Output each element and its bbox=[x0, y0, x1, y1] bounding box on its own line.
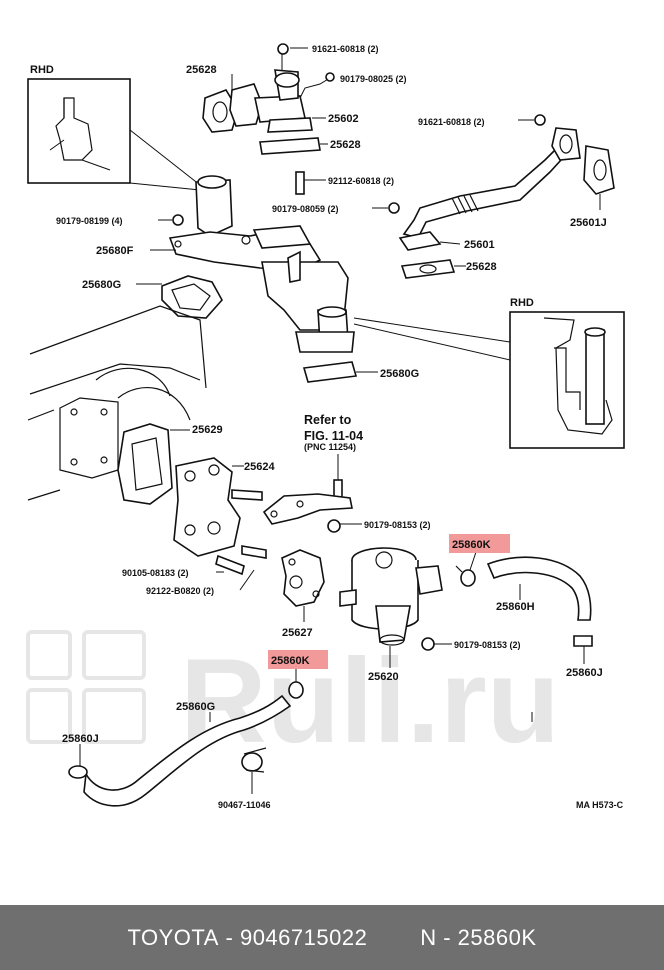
label-25628-low: 25628 bbox=[466, 261, 497, 273]
gasket-25627 bbox=[281, 549, 325, 607]
rhd-inset-right bbox=[353, 311, 625, 449]
nut-icon bbox=[421, 637, 435, 651]
label-25680f: 25680F bbox=[96, 245, 134, 257]
clamp-25860j-left bbox=[68, 744, 88, 779]
label-90179-08199: 90179-08199 (4) bbox=[56, 216, 123, 226]
footer-gap bbox=[367, 925, 420, 951]
clamp-90467 bbox=[241, 747, 267, 794]
footer-brand: TOYOTA bbox=[127, 924, 219, 950]
gasket-25628-mid bbox=[259, 137, 321, 155]
nut-icon bbox=[534, 114, 546, 126]
label-25680g-b: 25680G bbox=[380, 368, 419, 380]
footer-sep-1: - bbox=[218, 924, 240, 950]
label-25620: 25620 bbox=[368, 671, 399, 683]
highlight-25860k-b bbox=[268, 650, 328, 669]
refer-line-1: Refer to bbox=[304, 413, 352, 427]
gasket-25629 bbox=[117, 423, 173, 505]
label-90179-08153-a: 90179-08153 (2) bbox=[364, 520, 431, 530]
label-25860j-left: 25860J bbox=[62, 733, 99, 745]
highlight-25860k-a bbox=[449, 534, 510, 553]
nut-icon bbox=[327, 519, 341, 533]
label-92122: 92122-B0820 (2) bbox=[146, 586, 214, 596]
stud-icon bbox=[241, 545, 267, 559]
watermark: Ruli.ru bbox=[26, 630, 560, 768]
rhd-inset-left bbox=[27, 78, 201, 191]
bolt-icon bbox=[325, 72, 335, 82]
bracket bbox=[262, 493, 353, 525]
footer-part-number: 9046715022 bbox=[239, 924, 368, 950]
refer-line-3: (PNC 11254) bbox=[304, 442, 356, 452]
label-90179-08025: 90179-08025 (2) bbox=[340, 74, 407, 84]
valve-25624 bbox=[173, 457, 263, 557]
label-rhd-left: RHD bbox=[30, 64, 54, 76]
watermark-text: Ruli.ru bbox=[180, 634, 560, 768]
nut-icon bbox=[172, 214, 184, 226]
watermark-logo-icon bbox=[26, 630, 146, 744]
pipe-25601 bbox=[398, 127, 615, 279]
hose-25860h bbox=[486, 556, 592, 621]
stud-icon bbox=[295, 171, 305, 195]
part-footer: TOYOTA - 9046715022 N - 25860K bbox=[0, 905, 664, 970]
label-25860g: 25860G bbox=[176, 701, 215, 713]
refer-line-2: FIG. 11-04 bbox=[304, 429, 363, 443]
pipe-25602 bbox=[202, 69, 313, 133]
label-25601: 25601 bbox=[464, 239, 495, 251]
hose-25860g bbox=[83, 694, 292, 807]
bolt-icon bbox=[215, 554, 245, 576]
label-25860k-a[interactable]: 25860K bbox=[452, 539, 491, 551]
label-91621-a: 91621-60818 (2) bbox=[312, 44, 379, 54]
label-25629: 25629 bbox=[192, 424, 223, 436]
label-92112: 92112-60818 (2) bbox=[328, 176, 394, 186]
diagram-ref-code: MA H573-C bbox=[576, 800, 624, 810]
clamp-25860k-a bbox=[455, 551, 477, 587]
clamp-25860j-right bbox=[573, 635, 593, 664]
label-90467: 90467-11046 bbox=[218, 800, 271, 810]
label-25602: 25602 bbox=[328, 113, 359, 125]
nut-icon bbox=[388, 202, 400, 214]
label-91621-b: 91621-60818 (2) bbox=[418, 117, 485, 127]
label-rhd-right: RHD bbox=[510, 297, 534, 309]
label-90179-08153-b: 90179-08153 (2) bbox=[454, 640, 521, 650]
label-25601j: 25601J bbox=[570, 217, 607, 229]
label-25628-mid: 25628 bbox=[330, 139, 361, 151]
footer-code: N - 25860K bbox=[420, 924, 537, 950]
clamp-25860k-b bbox=[288, 668, 304, 699]
label-25860h: 25860H bbox=[496, 601, 535, 613]
gasket-25680g-a bbox=[161, 275, 223, 319]
label-90179-08059: 90179-08059 (2) bbox=[272, 204, 339, 214]
label-25628-top: 25628 bbox=[186, 64, 217, 76]
nut-icon bbox=[277, 43, 289, 55]
manifold-25680f bbox=[168, 175, 355, 353]
label-25627: 25627 bbox=[282, 627, 313, 639]
pump-25620 bbox=[339, 547, 443, 646]
parts-diagram: Ruli.ru RHD 25628 91621-60818 (2) 90179-… bbox=[26, 43, 625, 810]
label-25860k-b[interactable]: 25860K bbox=[271, 655, 310, 667]
label-25860j-right: 25860J bbox=[566, 667, 603, 679]
gasket-25680g-b bbox=[302, 361, 358, 383]
label-25680g-a: 25680G bbox=[82, 279, 121, 291]
label-90105: 90105-08183 (2) bbox=[122, 568, 189, 578]
label-25624: 25624 bbox=[244, 461, 275, 473]
